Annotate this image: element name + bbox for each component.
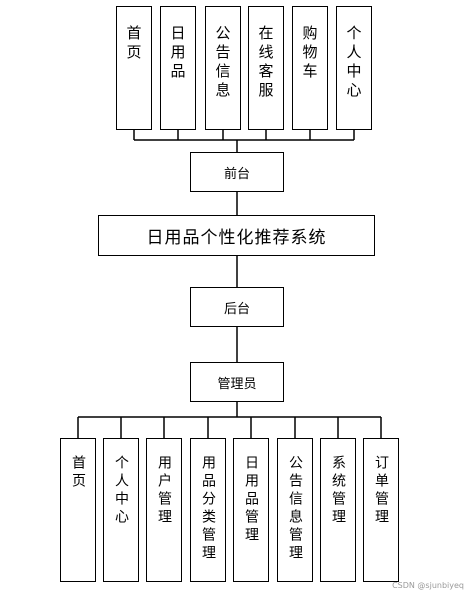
module-label: 公告信息 <box>213 25 232 101</box>
module-label: 用户管理 <box>156 455 172 527</box>
watermark: CSDN @sjunbiyeq <box>392 581 464 590</box>
frontend-module-online-service: 在线客服 <box>248 6 284 130</box>
frontend-module-profile: 个人中心 <box>336 6 372 130</box>
module-label: 公告信息管理 <box>287 455 303 563</box>
admin-node: 管理员 <box>190 362 284 402</box>
frontend-module-announcements: 公告信息 <box>205 6 241 130</box>
frontend-node: 前台 <box>190 152 284 192</box>
module-label: 个人中心 <box>113 455 129 527</box>
module-label: 用品分类管理 <box>200 455 216 563</box>
module-label: 首页 <box>70 455 86 491</box>
module-label: 日用品管理 <box>243 455 259 545</box>
admin-module-system-management: 系统管理 <box>320 438 356 582</box>
module-label: 在线客服 <box>256 25 275 101</box>
module-label: 系统管理 <box>330 455 346 527</box>
module-label: 购物车 <box>300 25 319 82</box>
system-title: 日用品个性化推荐系统 <box>146 228 327 248</box>
frontend-module-daily-goods: 日用品 <box>160 6 196 130</box>
admin-module-profile: 个人中心 <box>103 438 139 582</box>
frontend-module-cart: 购物车 <box>292 6 328 130</box>
admin-module-category-management: 用品分类管理 <box>190 438 226 582</box>
admin-module-order-management: 订单管理 <box>363 438 399 582</box>
system-title-node: 日用品个性化推荐系统 <box>98 215 375 256</box>
module-label: 日用品 <box>168 25 187 82</box>
admin-module-home: 首页 <box>60 438 96 582</box>
module-label: 订单管理 <box>373 455 389 527</box>
module-label: 个人中心 <box>344 25 363 101</box>
admin-module-user-management: 用户管理 <box>146 438 182 582</box>
backend-label: 后台 <box>223 301 250 317</box>
backend-node: 后台 <box>190 287 284 327</box>
admin-label: 管理员 <box>217 376 257 392</box>
admin-module-goods-management: 日用品管理 <box>233 438 269 582</box>
frontend-module-home: 首页 <box>116 6 152 130</box>
module-label: 首页 <box>124 25 143 63</box>
admin-module-announcement-management: 公告信息管理 <box>277 438 313 582</box>
frontend-label: 前台 <box>223 166 250 182</box>
